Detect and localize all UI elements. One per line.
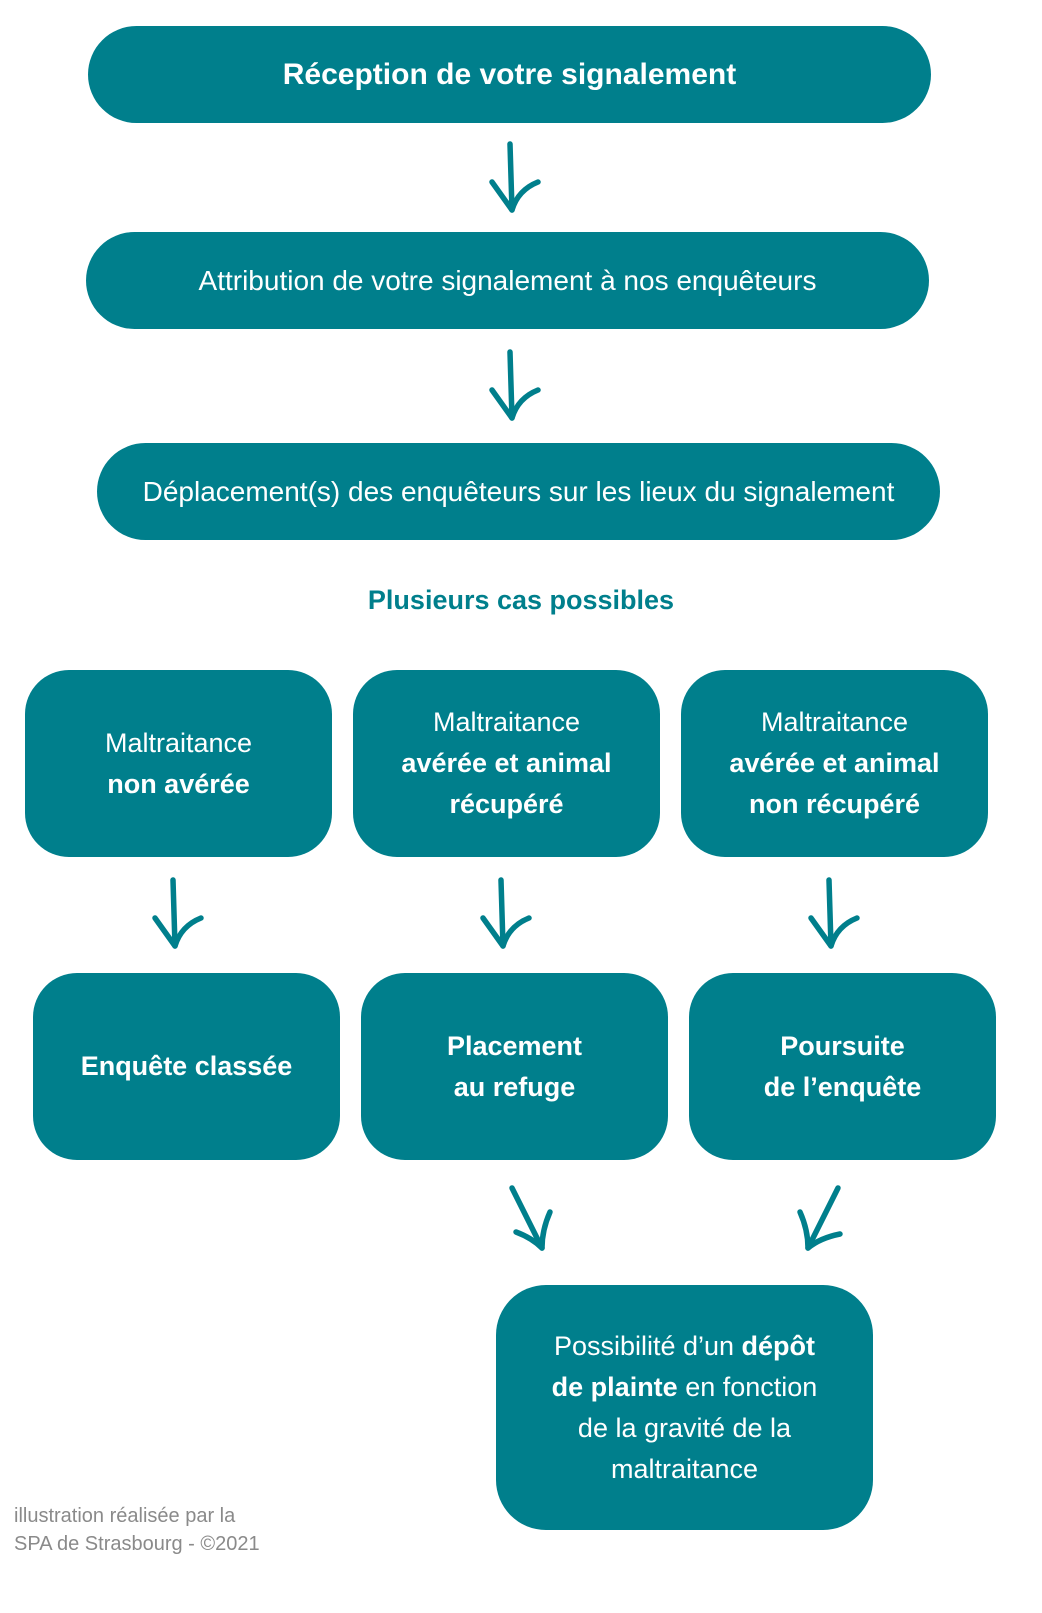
outcome-line: Enquête classée — [80, 1051, 293, 1081]
down-arrow-icon — [482, 140, 552, 220]
outcome-poursuite-enquete: Poursuite de l’enquête — [689, 973, 996, 1160]
down-arrow-icon — [482, 348, 552, 428]
outcome-enquete-classee: Enquête classée — [33, 973, 340, 1160]
case-card-averee-recupere: Maltraitance avérée et animal récupéré — [353, 670, 660, 857]
case-card-averee-non-recupere: Maltraitance avérée et animal non récupé… — [681, 670, 988, 857]
step-reception: Réception de votre signalement — [88, 26, 931, 123]
down-arrow-icon — [801, 876, 871, 956]
final-line-3: de la gravité de la — [577, 1412, 792, 1443]
step-deplacement-label: Déplacement(s) des enquêteurs sur les li… — [142, 475, 895, 507]
final-bold-plainte: de plainte — [551, 1371, 678, 1402]
case-card-non-averee: Maltraitance non avérée — [25, 670, 332, 857]
final-bold-depot: dépôt — [741, 1330, 816, 1361]
final-line-2: de plainte en fonction — [552, 1367, 818, 1408]
diagonal-arrow-left-icon — [790, 1182, 860, 1262]
possible-cases-heading: Plusieurs cas possibles — [367, 585, 675, 615]
outcome-line: Placement — [446, 1030, 583, 1061]
down-arrow-icon — [145, 876, 215, 956]
case-line-bold: non avérée — [107, 768, 250, 799]
outcome-line: de l’enquête — [763, 1071, 922, 1102]
case-line-bold: récupéré — [449, 789, 564, 819]
illustration-credit: illustration réalisée par la SPA de Stra… — [14, 1502, 260, 1558]
final-line-4: maltraitance — [610, 1453, 759, 1484]
step-attribution: Attribution de votre signalement à nos e… — [86, 232, 929, 329]
case-line-bold: avérée et animal — [401, 748, 612, 778]
outcome-placement-refuge: Placement au refuge — [361, 973, 668, 1160]
diagonal-arrow-right-icon — [500, 1182, 570, 1262]
outcome-line: au refuge — [453, 1071, 576, 1102]
down-arrow-icon — [473, 876, 543, 956]
case-line: Maltraitance — [760, 707, 909, 737]
outcome-line: Poursuite — [780, 1030, 905, 1061]
step-reception-label: Réception de votre signalement — [282, 57, 737, 91]
final-suffix: en fonction — [677, 1371, 818, 1402]
credit-line-2: SPA de Strasbourg - ©2021 — [14, 1533, 260, 1555]
case-line: Maltraitance — [104, 727, 253, 758]
final-line-1: Possibilité d’un dépôt — [554, 1326, 815, 1367]
case-line-bold: non récupéré — [748, 789, 921, 819]
final-prefix: Possibilité d’un — [553, 1330, 742, 1361]
case-line: Maltraitance — [432, 707, 581, 737]
step-deplacement: Déplacement(s) des enquêteurs sur les li… — [97, 443, 940, 540]
step-attribution-label: Attribution de votre signalement à nos e… — [198, 264, 817, 296]
credit-line-1: illustration réalisée par la — [14, 1505, 236, 1527]
case-line-bold: avérée et animal — [729, 748, 940, 778]
final-depot-plainte: Possibilité d’un dépôt de plainte en fon… — [496, 1285, 873, 1530]
